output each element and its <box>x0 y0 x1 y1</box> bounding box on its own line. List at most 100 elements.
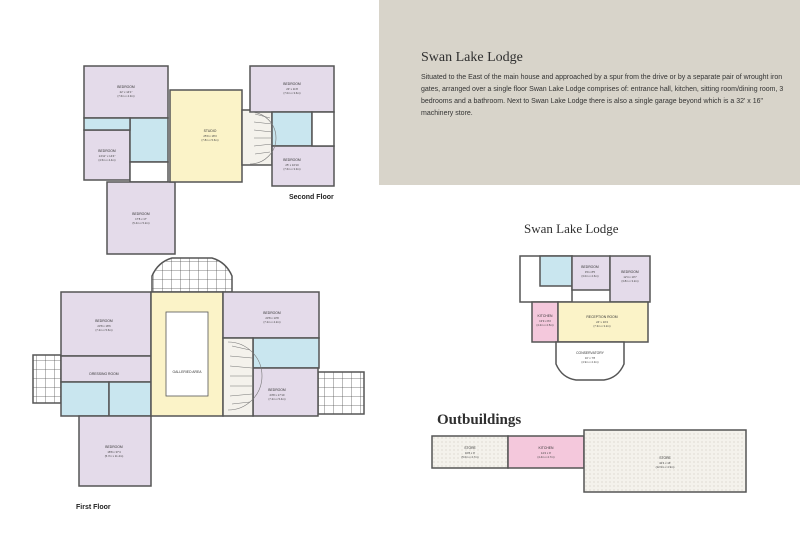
ff-bed2-name: Bedroom <box>105 445 123 449</box>
ff-bed4-metric: (7.2m x 5.4m) <box>268 397 285 401</box>
sf-bed4-dim: 23' x 11'8 <box>286 87 298 91</box>
ff-gallery-name: Galleried Area <box>172 370 202 374</box>
ff-bed3-metric: (7.2m x 4.2m) <box>263 320 280 324</box>
sf-studio <box>169 89 243 183</box>
outbuildings-heading: Outbuildings <box>437 412 522 428</box>
ff-bedroom-ne <box>222 291 320 339</box>
sf-studio-dim: 25'9 x 18'3 <box>203 134 217 138</box>
lodge-labels: Bedroom 9'9 x 8'5 (3.0m x 2.6m) Bedroom … <box>536 265 639 364</box>
sf-bed1-name: Bedroom <box>117 85 135 89</box>
ff-wc-west <box>108 381 152 417</box>
sf-bath-west <box>129 117 169 163</box>
ff-bed4-dim: 23'8 x 17'10 <box>270 393 285 397</box>
ff-bed2-dim: 18'8 x 37'4 <box>107 450 121 454</box>
ff-gallery-void <box>165 311 209 397</box>
sf-studio-name: Studio <box>204 129 217 133</box>
ff-bed3-dim: 23'8 x 13'8 <box>265 316 279 320</box>
sf-bed5-dim: 25' x 10'10 <box>285 163 299 167</box>
sf-bedroom-nw <box>83 65 169 119</box>
ff-stair <box>222 337 254 417</box>
panel-description: Situated to the East of the main house a… <box>421 74 784 117</box>
first-floor-plan <box>32 257 365 487</box>
panel-title: Swan Lake Lodge <box>421 50 523 65</box>
lo-reception-name: Reception Room <box>586 315 617 319</box>
ff-bed2-metric: (5.7m x 11.4m) <box>105 454 124 458</box>
ff-bed3-name: Bedroom <box>263 311 281 315</box>
ob-store1-metric: (5.0m x 2.7m) <box>461 455 478 459</box>
ob-store-2 <box>583 429 747 493</box>
lo-bed2-name: Bedroom <box>621 270 639 274</box>
ff-dressing-name: Dressing Room <box>89 372 118 376</box>
sf-bath-east <box>271 111 313 147</box>
sf-bed2-dim: 14'11" x 14'4" <box>99 154 116 158</box>
ob-store1-dim: 16'8 x 9' <box>465 451 476 455</box>
sf-bed3-dim: 17'8 x 17' <box>135 217 147 221</box>
sf-bedroom-se <box>271 145 335 187</box>
sf-bedroom-south <box>106 181 176 255</box>
sf-landing-west <box>129 161 169 183</box>
outbuildings-plan <box>431 429 747 493</box>
ff-bed4-name: Bedroom <box>268 388 286 392</box>
ob-store2-name: Store <box>659 456 671 460</box>
ff-bedroom-south <box>78 415 152 487</box>
ob-kitchen-metric: (4.4m x 2.7m) <box>537 455 554 459</box>
sf-bed5-metric: (7.6m x 3.3m) <box>283 167 300 171</box>
sf-bed2-metric: (4.5m x 4.4m) <box>98 158 115 162</box>
sf-bath-west-2 <box>83 117 131 131</box>
ob-store-1 <box>431 435 509 469</box>
sf-bed3-metric: (5.4m x 5.2m) <box>132 221 149 225</box>
ff-bed1-name: Bedroom <box>95 319 113 323</box>
description-panel <box>379 0 800 185</box>
lodge-conservatory <box>555 341 625 381</box>
second-floor-labels: Bedroom 22' x 14'1" (7.6m x 4.3m) Bedroo… <box>98 82 301 225</box>
ob-kitchen-dim: 14'4 x 9' <box>541 451 552 455</box>
lo-bed2-dim: 12'4 x 10'7 <box>623 275 637 279</box>
ff-bay-north <box>151 257 233 293</box>
ff-bath-west <box>60 381 110 417</box>
ff-dressing-room <box>60 355 152 383</box>
ff-bath-east <box>252 337 320 369</box>
ff-bed1-metric: (7.2m x 5.6m) <box>95 328 112 332</box>
sf-landing-east <box>311 111 335 147</box>
lo-kitchen-name: Kitchen <box>538 314 553 318</box>
ff-bed1-dim: 23'8 x 18'6 <box>97 324 111 328</box>
sf-bed1-dim: 22' x 14'1" <box>120 90 133 94</box>
sf-bed3-name: Bedroom <box>132 212 150 216</box>
ff-bedroom-west <box>60 291 152 357</box>
sf-bed4-name: Bedroom <box>283 82 301 86</box>
lo-bed1-dim: 9'9 x 8'5 <box>585 270 596 274</box>
ob-store2-dim: 42'4 x 16' <box>659 461 671 465</box>
sf-bed1-metric: (7.6m x 4.3m) <box>117 94 134 98</box>
lo-bed2-metric: (3.8m x 3.2m) <box>621 279 638 283</box>
second-floor-label: Second Floor <box>289 194 334 201</box>
sf-bed5-name: Bedroom <box>283 158 301 162</box>
lodge-bath <box>539 255 573 287</box>
lo-bed1-metric: (3.0m x 2.6m) <box>581 274 598 278</box>
ob-store1-name: Store <box>464 446 476 450</box>
sf-bed2-name: Bedroom <box>98 149 116 153</box>
lo-reception-dim: 24' x 10'4 <box>596 320 608 324</box>
ob-store2-metric: (12.9m x 4.9m) <box>656 465 675 469</box>
lodge-bedroom-2 <box>609 255 651 303</box>
sf-studio-metric: (7.8m x 5.6m) <box>201 138 218 142</box>
lodge-kitchen <box>531 301 559 343</box>
first-floor-labels: Bedroom 23'8 x 18'6 (7.2m x 5.6m) Dressi… <box>89 311 286 458</box>
lo-reception-metric: (7.3m x 3.2m) <box>593 324 610 328</box>
sf-stair <box>241 109 273 166</box>
ff-balcony-west <box>32 354 62 404</box>
ff-bedroom-se <box>252 367 319 417</box>
first-floor-label: First Floor <box>76 504 111 511</box>
sf-bed4-metric: (7.0m x 3.6m) <box>283 91 300 95</box>
lo-conservatory-dim: 16' x 7'8 <box>585 356 596 360</box>
lo-conservatory-name: Conservatory <box>576 351 604 355</box>
lo-conservatory-metric: (4.9m x 2.3m) <box>581 360 598 364</box>
lo-kitchen-dim: 13'9 x 8'2 <box>539 319 551 323</box>
outbuildings-labels: Store 16'8 x 9' (5.0m x 2.7m) Kitchen 14… <box>461 446 674 469</box>
sf-bedroom-ne <box>249 65 335 113</box>
ff-balcony-east <box>317 371 365 415</box>
ob-kitchen-name: Kitchen <box>539 446 554 450</box>
lodge-heading: Swan Lake Lodge <box>524 221 619 236</box>
second-floor-plan <box>83 65 335 255</box>
